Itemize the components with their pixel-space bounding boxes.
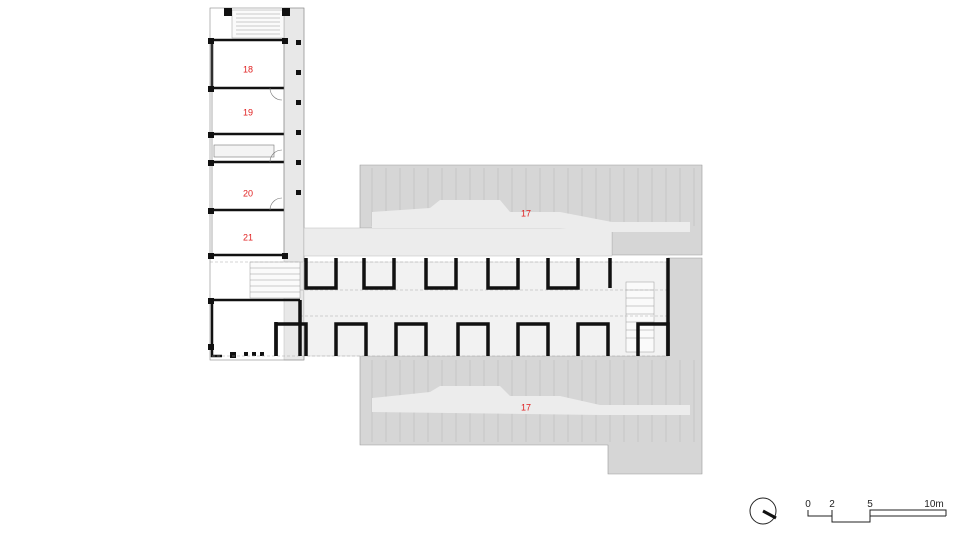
room-21-label: 21 [243,232,253,242]
hall-top-aisle [303,227,613,257]
structural-grid [210,261,670,357]
pillars-bottom [274,322,670,356]
scale-tick-0: 0 [805,499,811,510]
hall-bottom-walkway [372,386,690,415]
stair-middle [249,261,301,299]
stair-right [625,281,655,353]
room-20-label: 20 [243,188,253,198]
columns-south [208,298,264,358]
scale-tick-2: 2 [829,499,835,510]
pillar-frame [304,258,338,290]
room-17-top-label: 17 [521,208,531,218]
pillar-frame [394,322,428,356]
north-arrow [749,497,777,525]
north-arrow-needle-icon [762,509,777,520]
scale-tick-10: 10m [924,499,943,510]
north-wing-outline [209,7,305,361]
column [224,8,232,16]
room-18-label: 18 [243,64,253,74]
pillar-frame [334,322,368,356]
room-17-bottom-label: 17 [521,402,531,412]
pillar-frame [546,258,580,290]
east-wall [274,258,670,356]
pillar-frame [362,258,396,290]
scale-bar: 0 2 5 10m [805,499,947,523]
pillars-top [304,258,612,290]
stair-top [231,9,285,39]
north-wing [208,7,305,361]
room-19-label: 19 [243,107,253,117]
pillar-frame [486,258,520,290]
pillar-frame [456,322,490,356]
pillar-frame [516,322,550,356]
hall-top-walkway [372,200,690,232]
pillar-frame [576,322,610,356]
columns [208,38,301,259]
room-thin-walls [211,40,285,255]
column [282,8,290,16]
pillar-frame [424,258,458,290]
scale-tick-5: 5 [867,499,873,510]
